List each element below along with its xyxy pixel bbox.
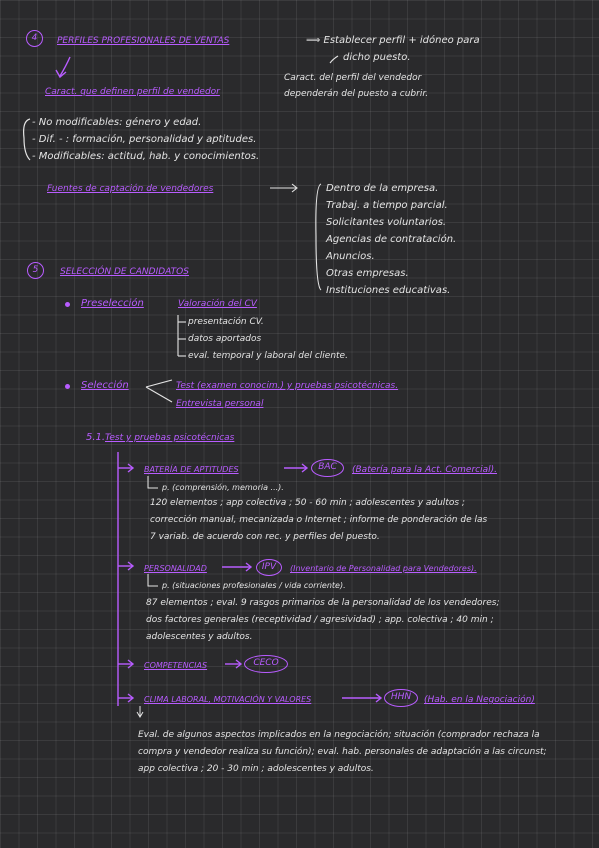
source-item: Solicitantes voluntarios.: [326, 217, 447, 228]
test-detail: 7 variab. de acuerdo con rec. y perfiles…: [150, 532, 380, 542]
subsection-title: Test y pruebas psicotécnicas: [105, 433, 235, 443]
preselection-label: Preselección: [81, 298, 144, 309]
preselection-item: presentación CV.: [188, 317, 264, 327]
subsection-number: 5.1.: [86, 432, 106, 443]
preselection-item: eval. temporal y laboral del cliente.: [188, 351, 348, 361]
source-item: Agencias de contratación.: [326, 234, 457, 245]
section-goal: ⟹ Establecer perfil + idóneo para: [306, 35, 480, 46]
test-detail: dos factores generales (receptividad / a…: [146, 615, 494, 625]
list-item: - No modificables: género y edad.: [32, 117, 202, 128]
bracket-icon: [315, 183, 322, 291]
badge-ipv: IPV: [256, 559, 282, 576]
test-label-bac: BATERÍA DE APTITUDES: [144, 465, 239, 474]
source-item: Instituciones educativas.: [326, 285, 451, 296]
test-detail: p. (comprensión, memoria ...).: [162, 483, 284, 492]
bullet-icon: [65, 384, 70, 389]
test-description: (Inventario de Personalidad para Vendedo…: [290, 564, 477, 573]
test-detail: 87 elementos ; eval. 9 rasgos primarios …: [146, 598, 500, 608]
test-label-clima: CLIMA LABORAL, MOTIVACIÓN Y VALORES: [144, 695, 312, 704]
bracket-icon: [23, 118, 31, 161]
badge-bac: BAC: [311, 459, 344, 477]
badge-ceco: CECO: [244, 655, 288, 673]
note-line: Caract. del perfil del vendedor: [284, 73, 422, 83]
source-item: Dentro de la empresa.: [326, 183, 439, 194]
preselection-description: Valoración del CV: [178, 299, 257, 309]
test-detail: adolescentes y adultos.: [146, 632, 253, 642]
source-item: Otras empresas.: [326, 268, 409, 279]
bullet-icon: [65, 302, 70, 307]
badge-hhn: HHN: [384, 689, 418, 707]
section-title: PERFILES PROFESIONALES DE VENTAS: [57, 36, 230, 46]
test-detail: p. (situaciones profesionales / vida cor…: [162, 581, 346, 590]
selection-item: Entrevista personal: [176, 399, 264, 409]
note-line: dependerán del puesto a cubrir.: [284, 89, 429, 99]
selection-label: Selección: [81, 380, 129, 391]
test-description: (Batería para la Act. Comercial).: [352, 465, 498, 475]
sources-label: Fuentes de captación de vendedores: [47, 184, 214, 194]
test-detail: 120 elementos ; app colectiva ; 50 - 60 …: [150, 498, 465, 508]
section-goal-continued: dicho puesto.: [343, 52, 411, 63]
test-detail: corrección manual, mecanizada o Internet…: [150, 515, 488, 525]
arrow-down-icon: [59, 56, 71, 77]
test-label-ipv: PERSONALIDAD: [144, 564, 207, 573]
section-title: SELECCIÓN DE CANDIDATOS: [60, 267, 189, 277]
characteristics-label: Caract. que definen perfil de vendedor: [45, 87, 220, 97]
source-item: Trabaj. a tiempo parcial.: [326, 200, 448, 211]
list-item: - Dif. - : formación, personalidad y apt…: [32, 134, 257, 145]
section-number-badge: 5: [27, 262, 44, 279]
selection-item: Test (examen conocim.) y pruebas psicoté…: [176, 381, 399, 391]
source-item: Anuncios.: [326, 251, 375, 262]
section-number-badge: 4: [26, 30, 43, 47]
test-detail: Eval. de algunos aspectos implicados en …: [138, 730, 540, 740]
test-label-competencias: COMPETENCIAS: [144, 661, 208, 670]
test-description: (Hab. en la Negociación): [424, 695, 535, 705]
arrow-icon: [329, 55, 339, 64]
preselection-item: datos aportados: [188, 334, 262, 344]
list-item: - Modificables: actitud, hab. y conocimi…: [32, 151, 260, 162]
test-detail: compra y vendedor realiza su función); e…: [138, 747, 547, 757]
test-detail: app colectiva ; 20 - 30 min ; adolescent…: [138, 764, 374, 774]
